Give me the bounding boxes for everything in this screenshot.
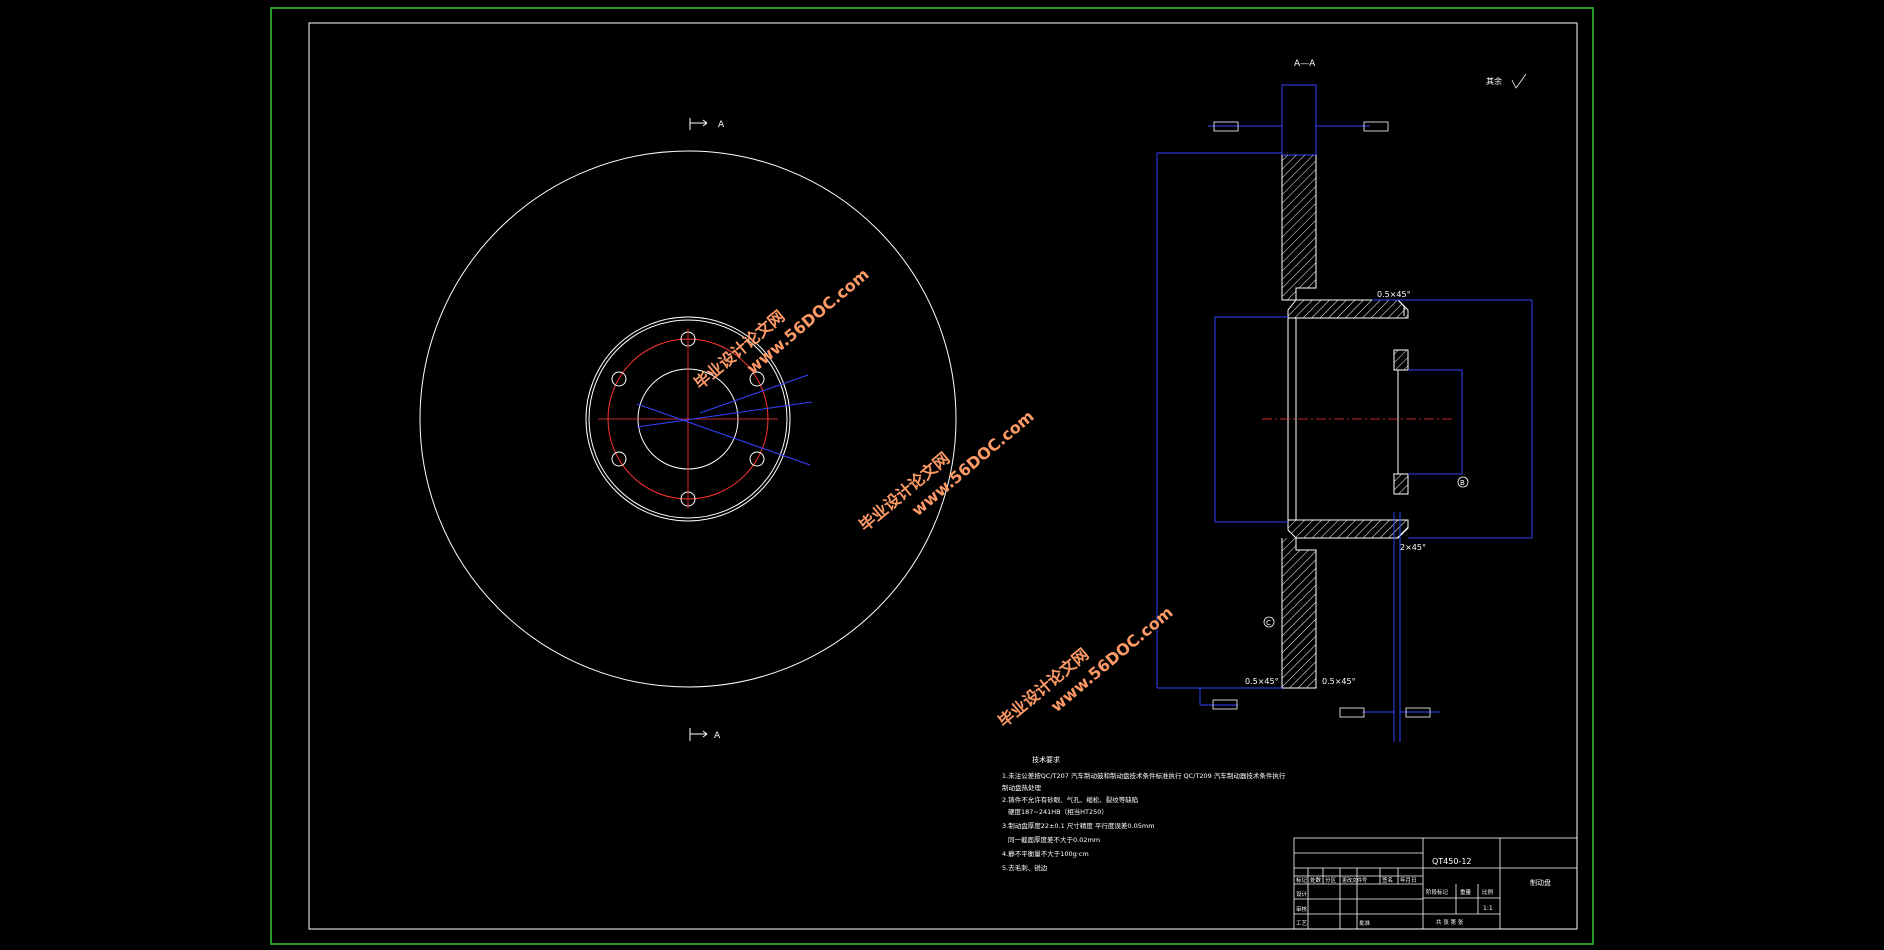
note-line: 3.制动盘厚度22±0.1 尺寸精度 平行度误差0.05mm	[1002, 821, 1155, 830]
chamfer-note: 0.5×45°	[1377, 290, 1411, 299]
hub-flange	[1393, 349, 1409, 371]
title-label: 设计	[1296, 890, 1308, 898]
hub-flange	[1393, 473, 1409, 495]
watermark-3: 毕业设计论文网 www.56DOC.com	[994, 603, 1176, 732]
note-line: 5.去毛刺、锐边	[1002, 863, 1048, 872]
dimension-lines	[1156, 125, 1533, 742]
title-label: 年月日	[1400, 876, 1417, 884]
roughness-symbol	[1511, 73, 1527, 89]
roughness-note: 其余	[1486, 76, 1502, 86]
drawing-number: QT450-12	[1432, 857, 1472, 866]
chamfer-note: 0.5×45°	[1322, 677, 1356, 686]
bolt-hole	[749, 451, 765, 467]
notes-title: 技术要求	[1032, 755, 1060, 764]
disc-profile	[1281, 155, 1317, 301]
sheet-outer-border	[270, 7, 1594, 945]
bolt-hole	[611, 451, 627, 467]
note-line: 1.未注公差按QC/T207 汽车制动鼓和制动盘技术条件标准执行 QC/T209…	[1002, 771, 1286, 780]
hub-bottom-wall	[1287, 519, 1409, 539]
chamfer-note: 2×45°	[1400, 543, 1426, 552]
disc-outer-circle	[419, 150, 957, 688]
tolerance-frames	[1212, 121, 1431, 718]
watermark-2: 毕业设计论文网 www.56DOC.com	[855, 407, 1037, 536]
title-label: 批准	[1359, 919, 1371, 927]
title-label: 更改文件号	[1342, 877, 1367, 884]
note-line: 2.铸件不允许有砂眼、气孔、缩松、裂纹等缺陷	[1002, 795, 1138, 804]
title-label: 重量	[1460, 888, 1472, 896]
title-label: 工艺	[1296, 920, 1308, 927]
title-label: 审核	[1296, 905, 1308, 913]
note-line: 制动盘热处理	[1002, 783, 1042, 792]
datum-b-symbol	[1457, 476, 1469, 488]
hub-outer-circle-2	[588, 319, 788, 519]
title-label: 共 张 第 张	[1436, 918, 1464, 926]
datum-c-symbol	[1263, 616, 1275, 628]
bolt-hole	[611, 371, 627, 387]
sheet-inner-frame	[308, 22, 1578, 930]
diameter-leader	[636, 403, 811, 466]
section-letter-top: A	[718, 120, 725, 130]
section-view: A—A	[1156, 59, 1533, 742]
technical-notes: 技术要求 1.未注公差按QC/T207 汽车制动鼓和制动盘技术条件标准执行 QC…	[1002, 755, 1286, 872]
title-label: 比例	[1482, 888, 1494, 896]
title-label: 签名	[1382, 876, 1393, 884]
bolt-hole	[749, 371, 765, 387]
chamfer-note: 0.5×45°	[1245, 677, 1279, 686]
datum-c-label: C	[1266, 619, 1271, 627]
scale-value: 1:1	[1483, 905, 1493, 912]
section-marker-top	[689, 118, 708, 130]
datum-b-label: B	[1460, 479, 1465, 487]
note-line: 硬度187~241HB（相当HT250）	[1008, 807, 1108, 816]
title-label: 标记	[1296, 876, 1308, 884]
hub-outer-circle	[585, 316, 791, 522]
hub-top-wall	[1287, 299, 1409, 319]
title-label: 分区	[1325, 876, 1337, 884]
note-line: 4.静不平衡量不大于100g·cm	[1002, 849, 1089, 858]
diameter-leader	[699, 374, 809, 414]
section-letter-bottom: A	[714, 731, 721, 741]
title-label: 处数	[1310, 876, 1322, 884]
note-line: 同一截面厚度差不大于0.02mm	[1008, 835, 1100, 844]
part-name: 制动盘	[1530, 878, 1551, 887]
disc-profile-lower	[1281, 538, 1317, 689]
front-view: A A	[419, 118, 957, 741]
section-title: A—A	[1294, 59, 1316, 69]
title-block-text: QT450-12 制动盘 1:1 标记 处数 分区 更改文件号 签名 年月日 设…	[1296, 857, 1551, 927]
title-block	[1293, 837, 1578, 930]
section-marker-bottom	[689, 728, 708, 741]
diameter-leader	[636, 401, 813, 428]
disc-thickness-top	[1281, 84, 1317, 156]
title-label: 阶段标记	[1426, 888, 1449, 896]
